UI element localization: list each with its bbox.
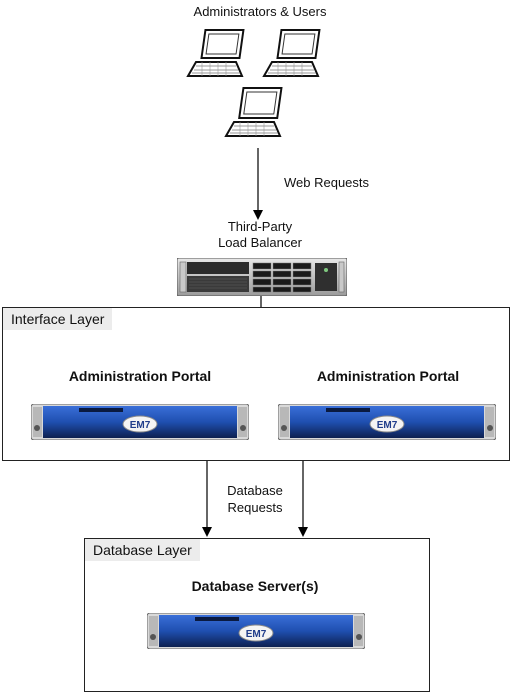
laptop-icon xyxy=(262,29,321,77)
laptop-icon xyxy=(186,29,245,77)
rack-server-icon xyxy=(177,258,347,296)
database-requests-label-2: Requests xyxy=(227,500,283,515)
database-server-title: Database Server(s) xyxy=(191,578,319,594)
load-balancer-label-2: Load Balancer xyxy=(218,235,302,250)
database-requests-label-1: Database xyxy=(227,483,283,498)
em7-appliance-icon: EM7 xyxy=(278,404,496,440)
laptop-icon xyxy=(224,87,283,137)
interface-layer-label: Interface Layer xyxy=(3,308,113,330)
em7-badge: EM7 xyxy=(130,420,151,431)
portal-title: Administration Portal xyxy=(316,368,460,384)
web-requests-label: Web Requests xyxy=(284,175,370,190)
em7-badge: EM7 xyxy=(246,629,267,640)
load-balancer-label-1: Third-Party xyxy=(227,219,293,234)
portal-title: Administration Portal xyxy=(68,368,212,384)
em7-badge: EM7 xyxy=(377,420,398,431)
clients-title: Administrators & Users xyxy=(193,4,327,19)
em7-appliance-icon: EM7 xyxy=(147,613,365,649)
database-layer-label: Database Layer xyxy=(85,539,200,561)
em7-appliance-icon: EM7 xyxy=(31,404,249,440)
